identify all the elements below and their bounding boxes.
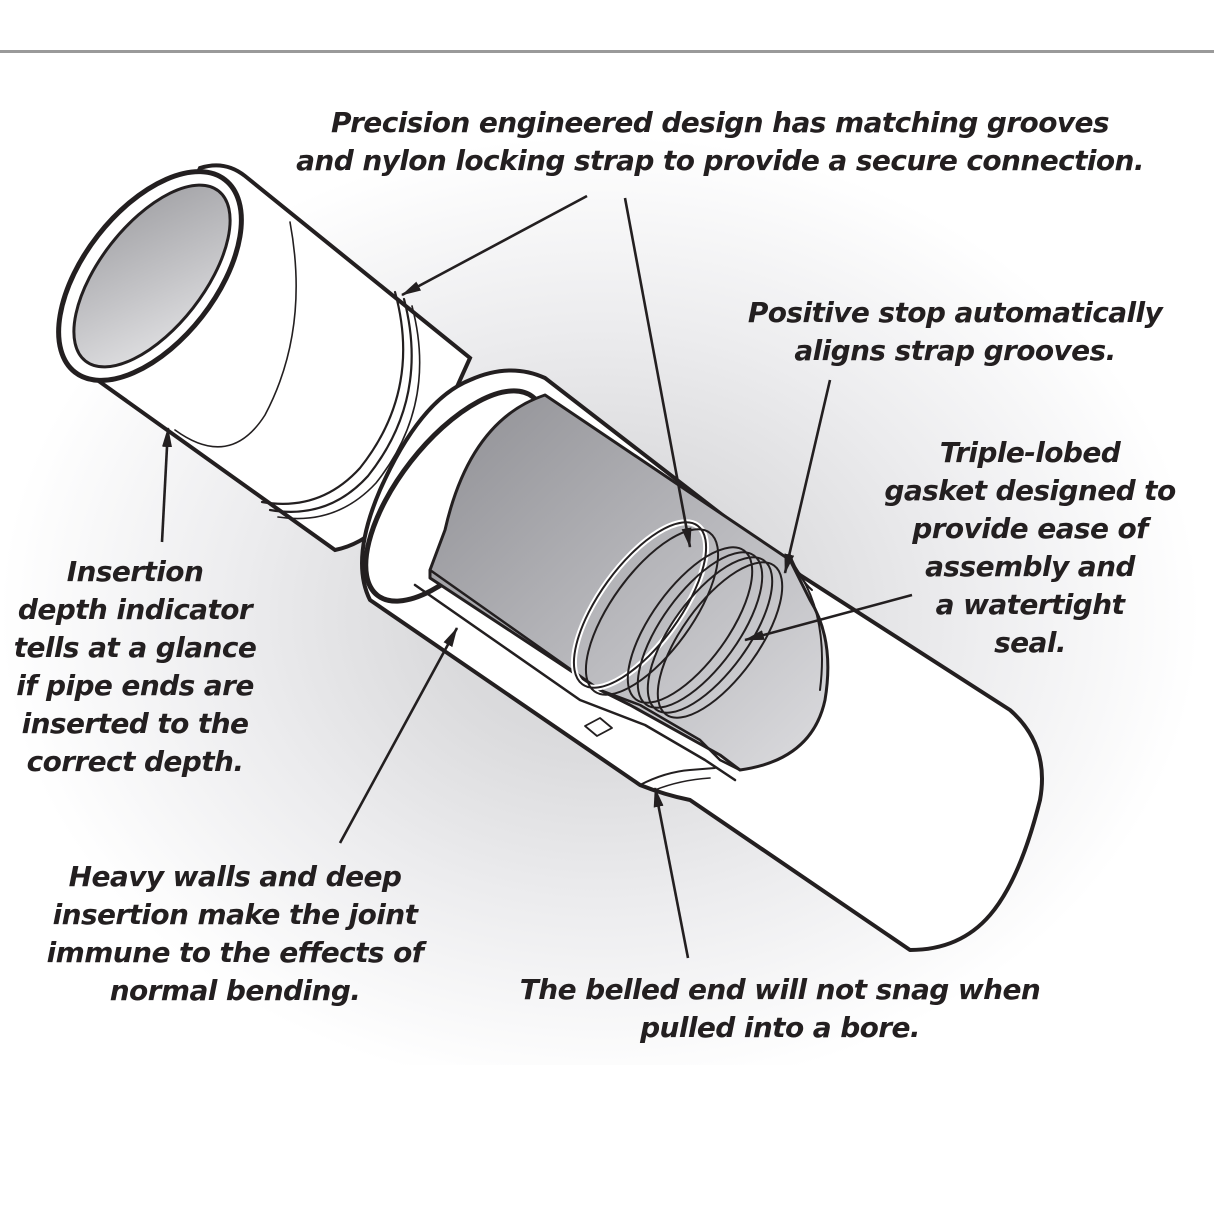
arrow-to-positive-stop: [783, 379, 832, 574]
bell-coupling: [360, 368, 1044, 952]
callout-belled-end: The belled end will not snag when pulled…: [519, 973, 1041, 1044]
arrow-to-belled-end: [653, 787, 690, 959]
arrow-to-insertion-indicator: [160, 427, 172, 543]
arrow-to-bell-groove: [623, 197, 692, 548]
callout-positive-stop: Positive stop automatically aligns strap…: [747, 296, 1163, 367]
arrow-to-spigot-groove: [401, 194, 588, 297]
callout-arrows: [160, 194, 913, 959]
top-rule: [0, 50, 1214, 53]
arrow-to-gasket: [744, 593, 913, 642]
callout-grooves: Precision engineered design has matching…: [296, 106, 1144, 177]
callout-insertion-depth: Insertion depth indicator tells at a gla…: [13, 555, 257, 778]
arrow-to-heavy-wall: [338, 627, 459, 844]
callout-heavy-walls: Heavy walls and deep insertion make the …: [46, 860, 424, 1007]
callout-gasket: Triple-lobed gasket designed to provide …: [884, 436, 1176, 659]
